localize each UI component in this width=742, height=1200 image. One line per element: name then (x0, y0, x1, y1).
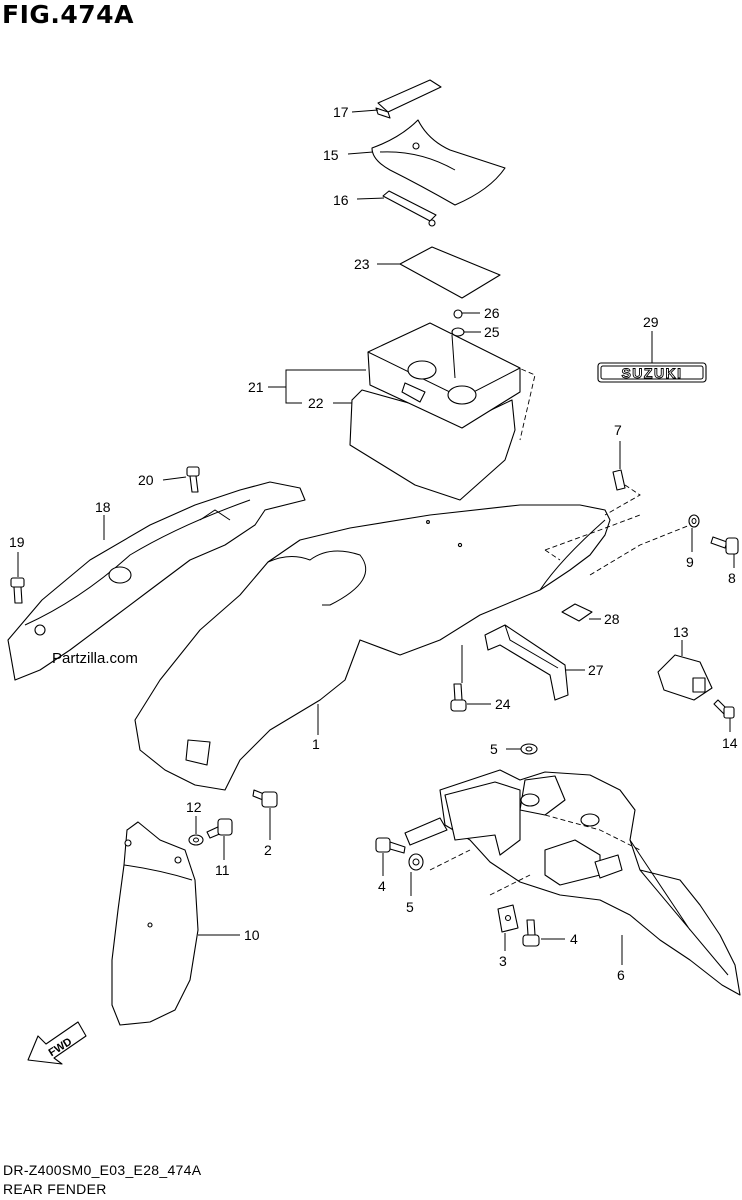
callout-label-13: 13 (673, 624, 689, 640)
part-5-washer-lower[interactable] (408, 853, 424, 871)
callout-label-11: 11 (215, 862, 230, 878)
section-name: REAR FENDER (3, 1181, 107, 1197)
part-15-tool-bag[interactable] (371, 119, 506, 206)
callout-label-4: 4 (570, 931, 578, 947)
callout-label-5: 5 (406, 899, 414, 915)
part-27-handle[interactable] (484, 624, 569, 701)
callout-label-16: 16 (333, 192, 349, 208)
callout-label-17: 17 (333, 104, 349, 120)
part-7-clip[interactable] (612, 469, 626, 491)
callout-label-15: 15 (323, 147, 339, 163)
callout-label-20: 20 (138, 472, 154, 488)
part-1-rear-fender[interactable] (134, 504, 691, 791)
callout-label-4: 4 (378, 878, 386, 894)
part-28-pad[interactable] (561, 603, 593, 622)
callout-label-24: 24 (495, 696, 511, 712)
callout-label-8: 8 (728, 570, 736, 586)
callout-label-10: 10 (244, 927, 260, 943)
callout-label-19: 19 (9, 534, 25, 550)
callout-label-21: 21 (248, 379, 264, 395)
callout-label-25: 25 (484, 324, 500, 340)
part-24-bolt[interactable] (450, 683, 467, 712)
part-4-bolt-left[interactable] (375, 837, 406, 854)
callout-label-18: 18 (95, 499, 111, 515)
fwd-arrow-icon: FWD (27, 1021, 87, 1065)
callout-label-1: 1 (312, 736, 320, 752)
callout-label-23: 23 (354, 256, 370, 272)
part-4-bolt-right[interactable] (522, 919, 540, 947)
part-10-mud-flap[interactable] (111, 821, 199, 1026)
part-26-nut[interactable] (453, 309, 463, 319)
part-11-bolt[interactable] (206, 818, 233, 839)
part-9-washer[interactable] (688, 514, 700, 528)
emblem-text: SUZUKI (621, 365, 682, 381)
callout-label-6: 6 (617, 967, 625, 983)
part-13-reflector[interactable] (657, 654, 713, 701)
callout-label-3: 3 (499, 953, 507, 969)
callout-label-5: 5 (490, 741, 498, 757)
part-17-strap[interactable] (375, 79, 442, 119)
diagram-code: DR-Z400SM0_E03_E28_474A (3, 1162, 202, 1178)
part-23-manual[interactable] (399, 246, 501, 299)
callout-label-2: 2 (264, 842, 272, 858)
watermark: Partzilla.com (52, 650, 138, 667)
part-12-washer[interactable] (188, 834, 204, 846)
part-21-tool-box-cover[interactable] (367, 322, 521, 429)
callout-label-12: 12 (186, 799, 202, 815)
part-6-rear-fender-lower[interactable] (404, 769, 741, 996)
callout-label-28: 28 (604, 611, 620, 627)
part-14-screw[interactable] (713, 699, 735, 719)
callout-label-9: 9 (686, 554, 694, 570)
part-19-bolt[interactable] (10, 577, 25, 604)
callout-label-29: 29 (643, 314, 659, 330)
part-18-side-cover[interactable] (7, 481, 306, 681)
figure-title: FIG.474A (2, 0, 134, 29)
callout-label-26: 26 (484, 305, 500, 321)
part-20-bolt[interactable] (186, 466, 200, 493)
callout-label-7: 7 (614, 422, 622, 438)
part-16-tool[interactable] (382, 190, 437, 227)
part-3-nut-clip[interactable] (497, 904, 519, 933)
callout-label-27: 27 (588, 662, 604, 678)
part-5-washer-upper[interactable] (520, 743, 538, 755)
callout-label-22: 22 (308, 395, 324, 411)
callout-label-14: 14 (722, 735, 738, 751)
part-29-suzuki-emblem[interactable]: SUZUKI (597, 362, 707, 383)
part-2-bolt[interactable] (252, 789, 278, 808)
part-8-bolt[interactable] (710, 536, 739, 555)
